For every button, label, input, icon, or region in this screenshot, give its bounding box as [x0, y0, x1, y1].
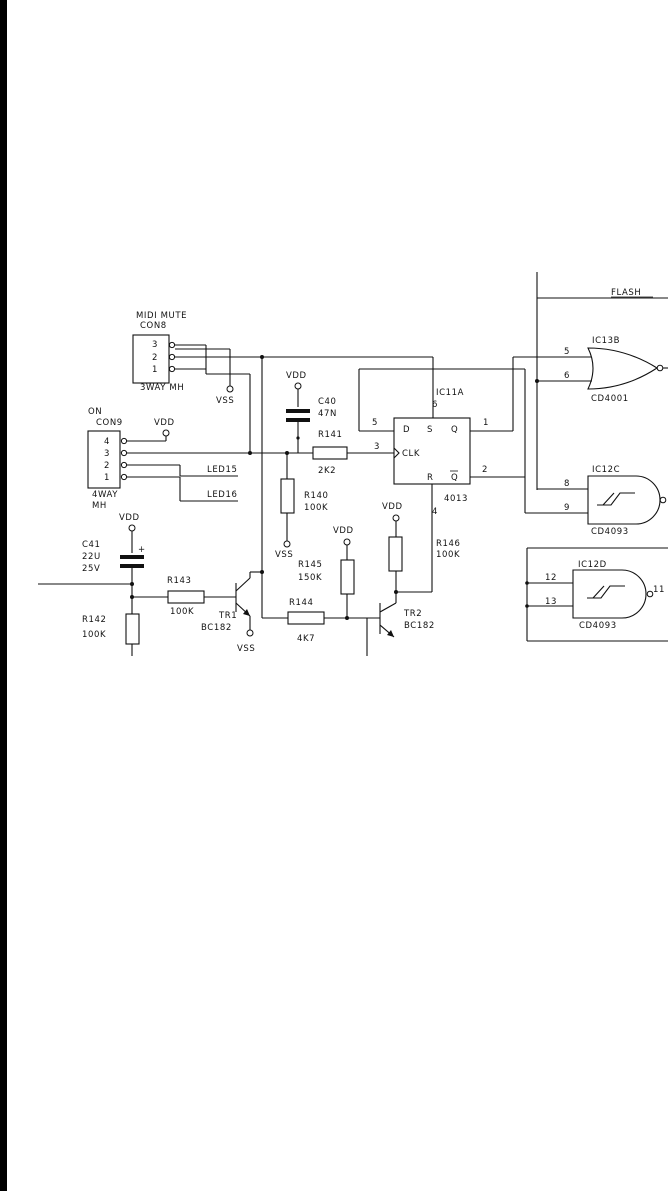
transistor-tr2: TR2 BC182	[366, 602, 435, 656]
r140-ref: R140	[304, 491, 329, 501]
led15-label: LED15	[207, 465, 237, 475]
resistor-r143: R143 100K	[132, 576, 236, 617]
tr2-ref: TR2	[403, 609, 422, 619]
ic12d-pin-in2: 13	[545, 597, 557, 607]
r140-value: 100K	[304, 503, 328, 513]
tr2-part: BC182	[404, 621, 435, 631]
ic12d-ref: IC12D	[578, 560, 607, 570]
con9-ref: CON9	[96, 418, 123, 428]
con9-pin-4: 4	[104, 437, 110, 447]
vdd-label-r145: VDD	[333, 526, 354, 536]
con9-type-line1: 4WAY	[92, 490, 118, 500]
con9-body	[87, 430, 121, 489]
ic11a-pin-clk: 3	[374, 442, 380, 452]
r145-ref: R145	[298, 560, 323, 570]
ic12c-pin-in1: 8	[564, 479, 570, 489]
svg-text:+: +	[138, 545, 146, 555]
connector-con8: MIDI MUTE CON8 3 2 1 3WAY MH VSS	[132, 311, 433, 406]
c41-value: 22U	[82, 552, 101, 562]
resistor-r145: VDD R145 150K	[298, 526, 355, 618]
r143-ref: R143	[167, 576, 192, 586]
r141-value: 2K2	[318, 466, 336, 476]
vdd-label-r146: VDD	[382, 502, 403, 512]
ic13b-nor-gate: IC13B 5 6 CD4001	[535, 336, 668, 404]
ic11a-label-d: D	[403, 425, 410, 435]
ic12d-schmitt-nand: IC12D 12 13 11 CD4093	[525, 547, 668, 642]
con9-pin-1: 1	[104, 473, 110, 483]
resistor-r141: R141 2K2	[312, 430, 394, 476]
con8-type: 3WAY MH	[140, 383, 184, 393]
ic12c-schmitt-nand: IC12C 8 9 CD4093	[537, 465, 667, 537]
r143-value: 100K	[170, 607, 194, 617]
con8-ref: CON8	[140, 321, 167, 331]
ic11a-label-qbar: Q	[451, 473, 458, 483]
ic13b-pin-in2: 6	[564, 371, 570, 381]
r146-value: 100K	[436, 550, 460, 560]
r145-value: 150K	[298, 573, 322, 583]
con9-type-line2: MH	[92, 501, 107, 511]
con9-pin-2: 2	[104, 461, 110, 471]
midi-mute-label: MIDI MUTE	[136, 311, 187, 321]
vdd-label-con9: VDD	[154, 418, 175, 428]
con8-pin-3: 3	[152, 340, 158, 350]
ic11a-pin-s: 6	[432, 400, 438, 410]
tr1-ref: TR1	[218, 611, 237, 621]
ic11a-part: 4013	[444, 494, 468, 504]
ic11a-label-clk: CLK	[402, 449, 420, 459]
ic12c-pin-in2: 9	[564, 503, 570, 513]
resistor-r146: VDD R146 100K	[382, 502, 461, 603]
con8-pin-1: 1	[152, 365, 158, 375]
ic13b-ref: IC13B	[592, 336, 620, 346]
vss-label-r140: VSS	[275, 550, 293, 560]
ic11a-ref: IC11A	[436, 388, 464, 398]
vss-label-tr1: VSS	[237, 644, 255, 654]
r142-value: 100K	[82, 630, 106, 640]
c41-voltage: 25V	[82, 564, 100, 574]
r144-ref: R144	[289, 598, 314, 608]
con9-caption: ON	[88, 407, 102, 417]
r141-ref: R141	[318, 430, 343, 440]
transistor-tr1: TR1 BC182 VSS	[201, 570, 264, 654]
connector-con9: ON CON9 4 3 2 1 4WAY MH VDD LED15 LED16	[87, 407, 313, 511]
ic11a-body	[393, 417, 471, 485]
flash-label: FLASH	[611, 288, 641, 298]
ic11a-pin-qbar: 2	[482, 465, 488, 475]
ic12d-pin-in1: 12	[545, 573, 557, 583]
r144-value: 4K7	[297, 634, 315, 644]
vdd-label-c40: VDD	[286, 371, 307, 381]
c41-ref: C41	[82, 540, 101, 550]
con8-pin-2: 2	[152, 353, 158, 363]
resistor-r142: R142 100K	[82, 613, 140, 656]
tr1-part: BC182	[201, 623, 232, 633]
resistor-r144: R144 4K7	[262, 598, 380, 644]
c40-ref: C40	[318, 397, 337, 407]
r146-ref: R146	[436, 539, 461, 549]
capacitor-c40: VDD C40 47N	[286, 371, 337, 453]
ic12d-pin-out: 11	[653, 585, 665, 595]
ic13b-part: CD4001	[591, 394, 629, 404]
con9-pin-3: 3	[104, 449, 110, 459]
ic11a-label-r: R	[427, 473, 434, 483]
ic11a-pin-d: 5	[372, 418, 378, 428]
ic12d-part: CD4093	[579, 621, 617, 631]
vss-symbol	[226, 385, 234, 393]
resistor-r140: VSS R140 100K	[275, 451, 329, 560]
ic12c-ref: IC12C	[592, 465, 620, 475]
ic11a-flipflop: IC11A D S Q CLK R Q 5 6 1 3 2 4 4013	[358, 356, 592, 593]
ic11a-label-s: S	[427, 425, 433, 435]
r142-ref: R142	[82, 615, 107, 625]
c40-value: 47N	[318, 409, 337, 419]
capacitor-c41: VDD + C41 22U 25V	[38, 513, 146, 614]
ic12c-part: CD4093	[591, 527, 629, 537]
con8-body	[132, 334, 170, 384]
page-left-border	[0, 0, 7, 1191]
led16-label: LED16	[207, 490, 237, 500]
ic11a-label-q: Q	[451, 425, 458, 435]
ic11a-pin-r: 4	[432, 507, 438, 517]
ic13b-pin-in1: 5	[564, 347, 570, 357]
vdd-label-c41: VDD	[119, 513, 140, 523]
ic11a-pin-q: 1	[483, 418, 489, 428]
vss-label-con8: VSS	[216, 396, 234, 406]
